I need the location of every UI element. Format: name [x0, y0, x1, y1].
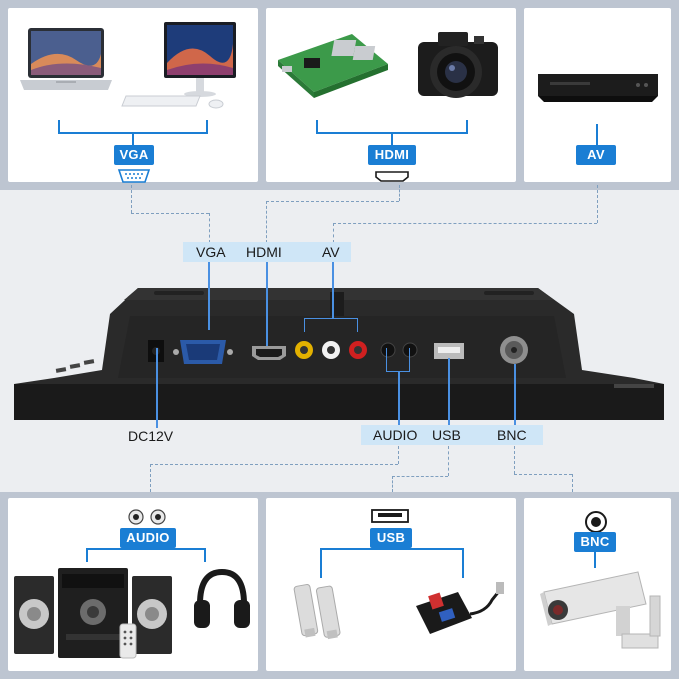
headphones-image	[194, 568, 250, 628]
hdmi-dash-across	[266, 201, 399, 202]
usb-flash-drives-image	[293, 584, 341, 640]
port-label-dc: DC12V	[128, 428, 174, 444]
hdmi-port-line	[266, 262, 268, 346]
bnc-port-line	[514, 364, 516, 426]
audio-port-bracket	[386, 348, 410, 372]
audio-badge: AUDIO	[120, 528, 176, 548]
dvd-player-image	[538, 74, 658, 102]
vga-bracket	[58, 120, 208, 134]
bnc-dash-to-panel	[572, 474, 573, 492]
audio-jack-icon	[128, 509, 166, 525]
vga-port-line	[208, 262, 210, 330]
monitor-back-image	[14, 288, 664, 420]
port-label-av: AV	[322, 244, 340, 260]
usb-port-line	[448, 358, 450, 426]
panel-vga-sources: VGA	[8, 8, 258, 183]
laptop-image	[20, 28, 112, 90]
bnc-connector-icon	[585, 511, 607, 533]
panel-audio-devices: AUDIO	[8, 498, 258, 671]
port-label-hdmi: HDMI	[246, 244, 282, 260]
port-label-vga: VGA	[196, 244, 226, 260]
av-port-spread	[304, 318, 358, 332]
desktop-pc-image	[121, 22, 236, 109]
hdmi-badge: HDMI	[368, 145, 416, 165]
port-label-usb: USB	[432, 427, 461, 443]
dc-port-line	[156, 348, 158, 428]
panel-usb-devices: USB	[266, 498, 516, 671]
bnc-dash-across	[514, 474, 572, 475]
av-dash-down	[597, 185, 598, 223]
panel-bnc-devices: BNC	[524, 498, 671, 671]
av-dash-to-label	[333, 223, 334, 243]
port-label-audio: AUDIO	[373, 427, 418, 443]
vga-dash-down	[131, 185, 132, 213]
av-badge: AV	[576, 145, 616, 165]
vga-dash-across	[131, 213, 209, 214]
av-connector-line	[596, 124, 598, 146]
audio-bracket	[86, 548, 206, 562]
security-camera-image	[540, 571, 661, 649]
vga-dash-to-label	[209, 213, 210, 243]
stereo-system-image	[14, 568, 172, 659]
usb-dash-across	[392, 476, 448, 477]
vga-port-icon	[117, 169, 151, 183]
usb-port-icon	[371, 509, 409, 523]
audio-dash-down	[398, 446, 399, 464]
vga-connector-line	[132, 134, 134, 146]
hdmi-port-icon	[375, 171, 409, 182]
bnc-badge: BNC	[574, 532, 616, 552]
port-label-bnc: BNC	[497, 427, 527, 443]
audio-dash-across	[150, 464, 398, 465]
card-reader-image	[416, 582, 504, 634]
av-port-line	[332, 262, 334, 318]
usb-dash-to-panel	[392, 476, 393, 492]
raspberry-pi-image	[278, 34, 388, 98]
bnc-dash-down	[514, 446, 515, 474]
usb-dash-down	[448, 446, 449, 476]
usb-bracket	[320, 548, 464, 578]
camera-image	[418, 32, 498, 98]
bottom-port-label-strip	[361, 425, 543, 445]
hdmi-connector-line	[391, 134, 393, 146]
top-port-label-strip	[183, 242, 351, 262]
av-dash-across	[333, 223, 597, 224]
bnc-connector-line-bottom	[594, 552, 596, 568]
usb-badge: USB	[370, 528, 412, 548]
audio-port-line	[398, 372, 400, 426]
panel-av-sources: AV	[524, 8, 671, 182]
audio-dash-to-panel	[150, 464, 151, 492]
hdmi-dash-down	[399, 185, 400, 201]
hdmi-dash-to-label	[266, 201, 267, 243]
panel-hdmi-sources: HDMI	[266, 8, 516, 182]
vga-badge: VGA	[114, 145, 154, 165]
hdmi-bracket	[316, 120, 468, 134]
